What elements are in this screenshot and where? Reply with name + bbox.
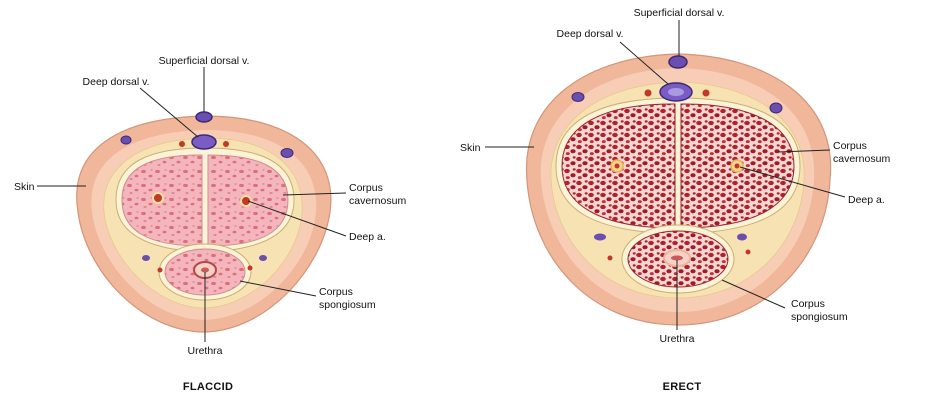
erect-label-corpus-cavernosum-2: cavernosum (833, 153, 890, 165)
erect-dorsal-artery-left (643, 88, 653, 98)
erect-leader-spongiosum (721, 279, 786, 309)
flaccid-section: Superficial dorsal v. Deep dorsal v. Ski… (14, 55, 406, 393)
flaccid-label-corpus-spongiosum-1: Corpus (319, 286, 353, 298)
erect-deep-artery-right-lumen (734, 163, 740, 169)
flaccid-label-superficial-dorsal-v: Superficial dorsal v. (159, 55, 250, 67)
erect-label-corpus-spongiosum-2: spongiosum (791, 311, 848, 323)
erect-deep-dorsal-vein-lumen (668, 88, 684, 96)
flaccid-urethra-lumen (201, 267, 209, 273)
erect-superficial-dorsal-vein (668, 55, 688, 69)
erect-leader-cavernosum (777, 149, 831, 153)
erect-label-deep-a: Deep a. (848, 194, 885, 206)
erect-lateral-vein-left (571, 92, 585, 102)
erect-section: Superficial dorsal v. Deep dorsal v. Ski… (460, 7, 890, 393)
erect-leader-deep-a (739, 166, 846, 198)
erect-ventral-vein-right (737, 233, 747, 241)
flaccid-small-artery-left (157, 267, 163, 273)
erect-caption: ERECT (663, 381, 702, 393)
flaccid-deep-artery-left (152, 192, 164, 204)
erect-lateral-vein-right (769, 102, 783, 114)
flaccid-ventral-vein-left (142, 255, 150, 261)
flaccid-caption: FLACCID (183, 381, 233, 393)
flaccid-label-corpus-spongiosum-2: spongiosum (319, 299, 376, 311)
erect-leader-deep-dorsal (619, 41, 669, 85)
erect-label-deep-dorsal-v: Deep dorsal v. (557, 28, 624, 40)
flaccid-label-deep-dorsal-v: Deep dorsal v. (83, 76, 150, 88)
erect-label-urethra: Urethra (659, 333, 694, 345)
flaccid-leader-deep-a (247, 200, 347, 237)
flaccid-deep-artery-right (240, 195, 252, 207)
erect-urethra-lumen (671, 255, 683, 261)
flaccid-dorsal-artery-left (178, 140, 186, 148)
flaccid-deep-dorsal-vein (191, 134, 217, 150)
flaccid-label-corpus-cavernosum-2: cavernosum (349, 195, 406, 207)
erect-label-superficial-dorsal-v: Superficial dorsal v. (634, 7, 725, 19)
flaccid-label-deep-a: Deep a. (349, 231, 386, 243)
erect-ventral-vein-left (594, 233, 606, 241)
flaccid-leader-spongiosum (239, 280, 317, 297)
flaccid-label-urethra: Urethra (187, 345, 222, 357)
erect-dorsal-artery-right (701, 88, 711, 98)
flaccid-label-skin: Skin (14, 181, 35, 193)
erect-small-artery-right (745, 249, 751, 255)
flaccid-leader-cavernosum (282, 192, 347, 196)
flaccid-lateral-vein-left (120, 135, 132, 145)
erect-label-corpus-spongiosum-1: Corpus (791, 298, 825, 310)
erect-label-skin: Skin (460, 142, 481, 154)
erect-small-artery-left (607, 255, 613, 261)
erect-deep-artery-left-lumen (614, 163, 620, 169)
flaccid-dorsal-artery-right (222, 140, 230, 148)
flaccid-leader-deep-dorsal (139, 87, 199, 138)
flaccid-label-corpus-cavernosum-1: Corpus (349, 182, 383, 194)
erect-label-corpus-cavernosum-1: Corpus (833, 140, 867, 152)
flaccid-superficial-dorsal-vein (195, 111, 213, 123)
flaccid-ventral-vein-right (259, 255, 267, 261)
flaccid-small-artery-right (247, 265, 253, 271)
flaccid-lateral-vein-right (280, 148, 294, 158)
